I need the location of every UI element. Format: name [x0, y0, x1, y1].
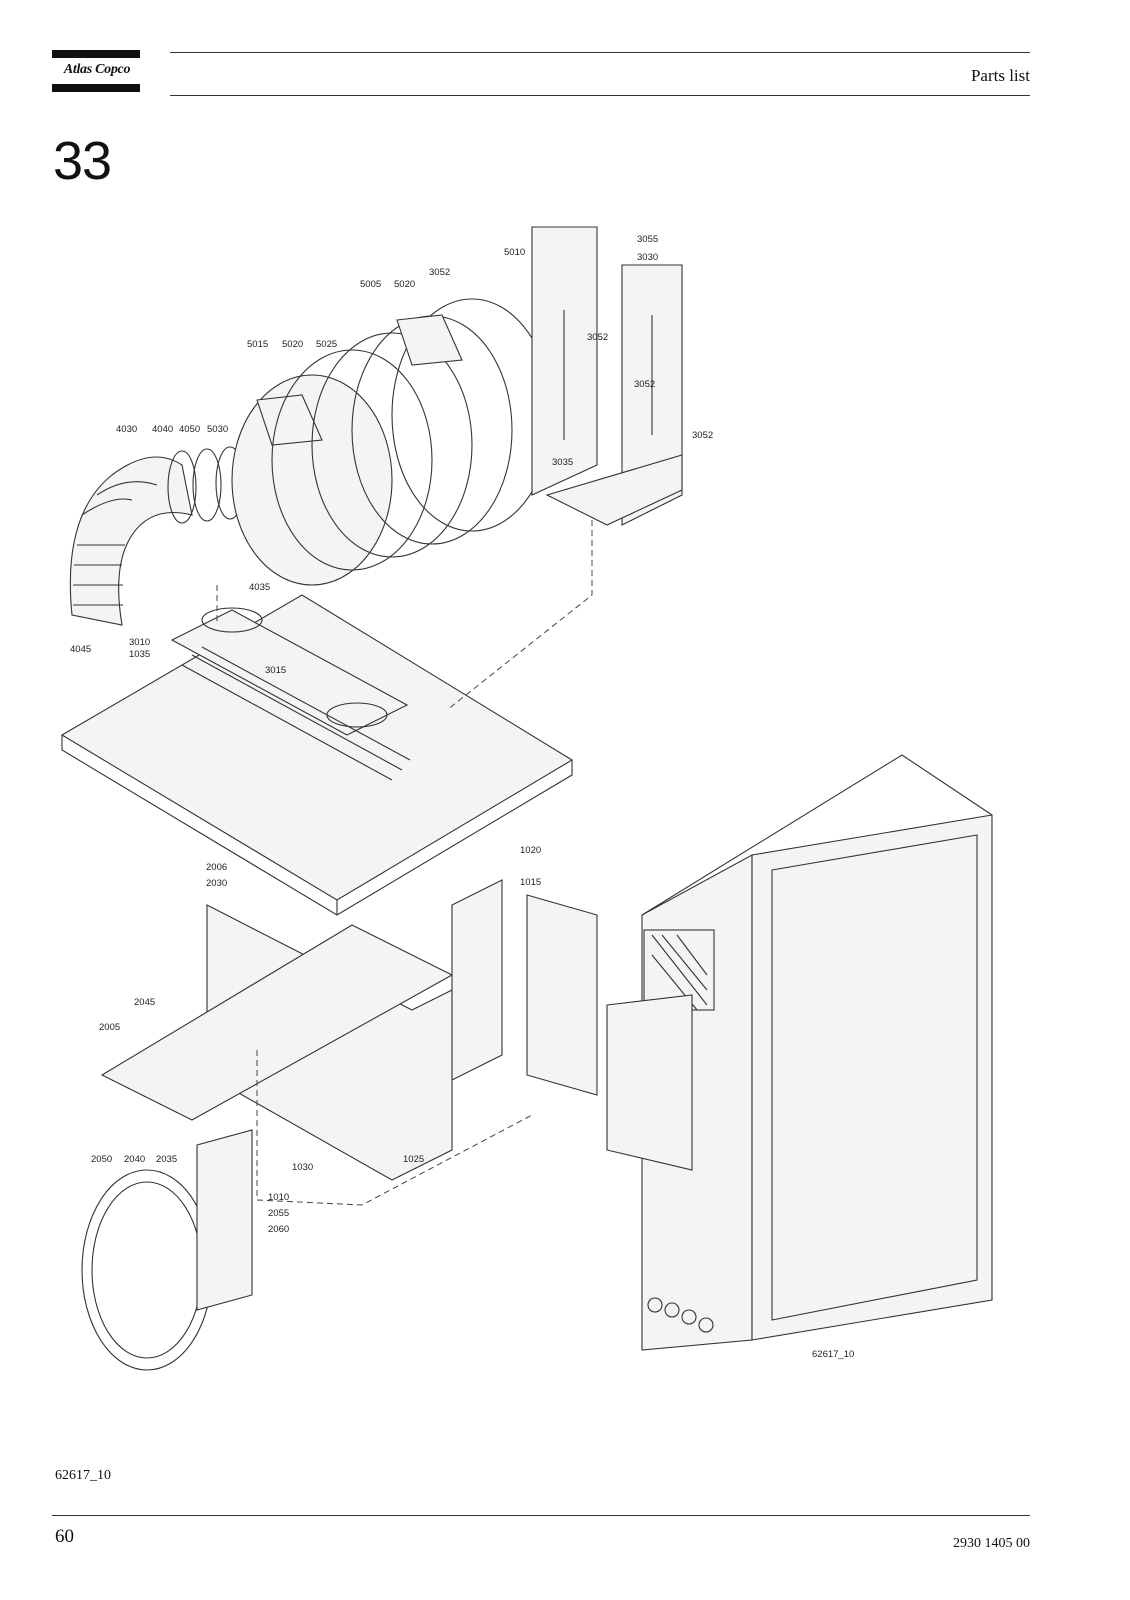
callout-label: 2050	[91, 1154, 112, 1165]
callout-label: 3055	[637, 234, 658, 245]
callout-label: 2006	[206, 862, 227, 873]
callout-label: 2045	[134, 997, 155, 1008]
callout-label: 3052	[692, 430, 713, 441]
callout-label: 2005	[99, 1022, 120, 1033]
section-number: 33	[53, 131, 112, 191]
top-cover-plate	[60, 594, 574, 916]
callout-label: 5010	[504, 247, 525, 258]
callout-label: 5015	[247, 339, 268, 350]
logo-bar-bottom	[52, 84, 140, 92]
drawing-label: 62617_10	[812, 1349, 854, 1360]
fan-cowl-rings	[231, 298, 553, 586]
callout-label: 3035	[552, 457, 573, 468]
footer-rule	[52, 1515, 1030, 1516]
callout-label: 1025	[403, 1154, 424, 1165]
callout-label: 2060	[268, 1224, 289, 1235]
callout-label: 5030	[207, 424, 228, 435]
callout-labels: 3055 3030 5010 3052 5005 5020 5015 5020 …	[70, 234, 854, 1360]
exploded-view-svg: 3055 3030 5010 3052 5005 5020 5015 5020 …	[60, 226, 993, 1371]
callout-label: 5020	[282, 339, 303, 350]
callout-label: 3052	[587, 332, 608, 343]
callout-label: 3015	[265, 665, 286, 676]
page-number: 60	[55, 1526, 74, 1547]
callout-label: 2030	[206, 878, 227, 889]
mounting-brackets	[531, 226, 683, 526]
lower-housing-assembly	[100, 879, 598, 1181]
callout-label: 1015	[520, 877, 541, 888]
header-rule-bottom	[170, 95, 1030, 96]
callout-label: 5025	[316, 339, 337, 350]
callout-label: 3010	[129, 637, 150, 648]
header-rule-top	[170, 52, 1030, 53]
atlas-copco-logo: Atlas Copco	[52, 50, 142, 94]
figure-caption: 62617_10	[55, 1468, 111, 1483]
callout-label: 1020	[520, 845, 541, 856]
callout-label: 3052	[634, 379, 655, 390]
callout-label: 4035	[249, 582, 270, 593]
exploded-parts-drawing: 3055 3030 5010 3052 5005 5020 5015 5020 …	[52, 215, 1022, 1390]
electrical-cabinet	[606, 754, 993, 1351]
callout-label: 1010	[268, 1192, 289, 1203]
callout-label: 4040	[152, 424, 173, 435]
callout-label: 1030	[292, 1162, 313, 1173]
flexible-duct-hose	[69, 456, 193, 626]
callout-label: 4050	[179, 424, 200, 435]
callout-label: 3030	[637, 252, 658, 263]
callout-label: 2035	[156, 1154, 177, 1165]
document-number: 2930 1405 00	[953, 1536, 1030, 1551]
header-title: Parts list	[970, 66, 1030, 85]
logo-bar-top	[52, 50, 140, 58]
logo-wordmark: Atlas Copco	[63, 62, 131, 77]
callout-label: 5020	[394, 279, 415, 290]
callout-label: 4045	[70, 644, 91, 655]
callout-label: 2040	[124, 1154, 145, 1165]
callout-label: 5005	[360, 279, 381, 290]
oval-access-door	[81, 1129, 253, 1371]
callout-label: 4030	[116, 424, 137, 435]
callout-label: 3052	[429, 267, 450, 278]
callout-label: 1035	[129, 649, 150, 660]
callout-label: 2055	[268, 1208, 289, 1219]
